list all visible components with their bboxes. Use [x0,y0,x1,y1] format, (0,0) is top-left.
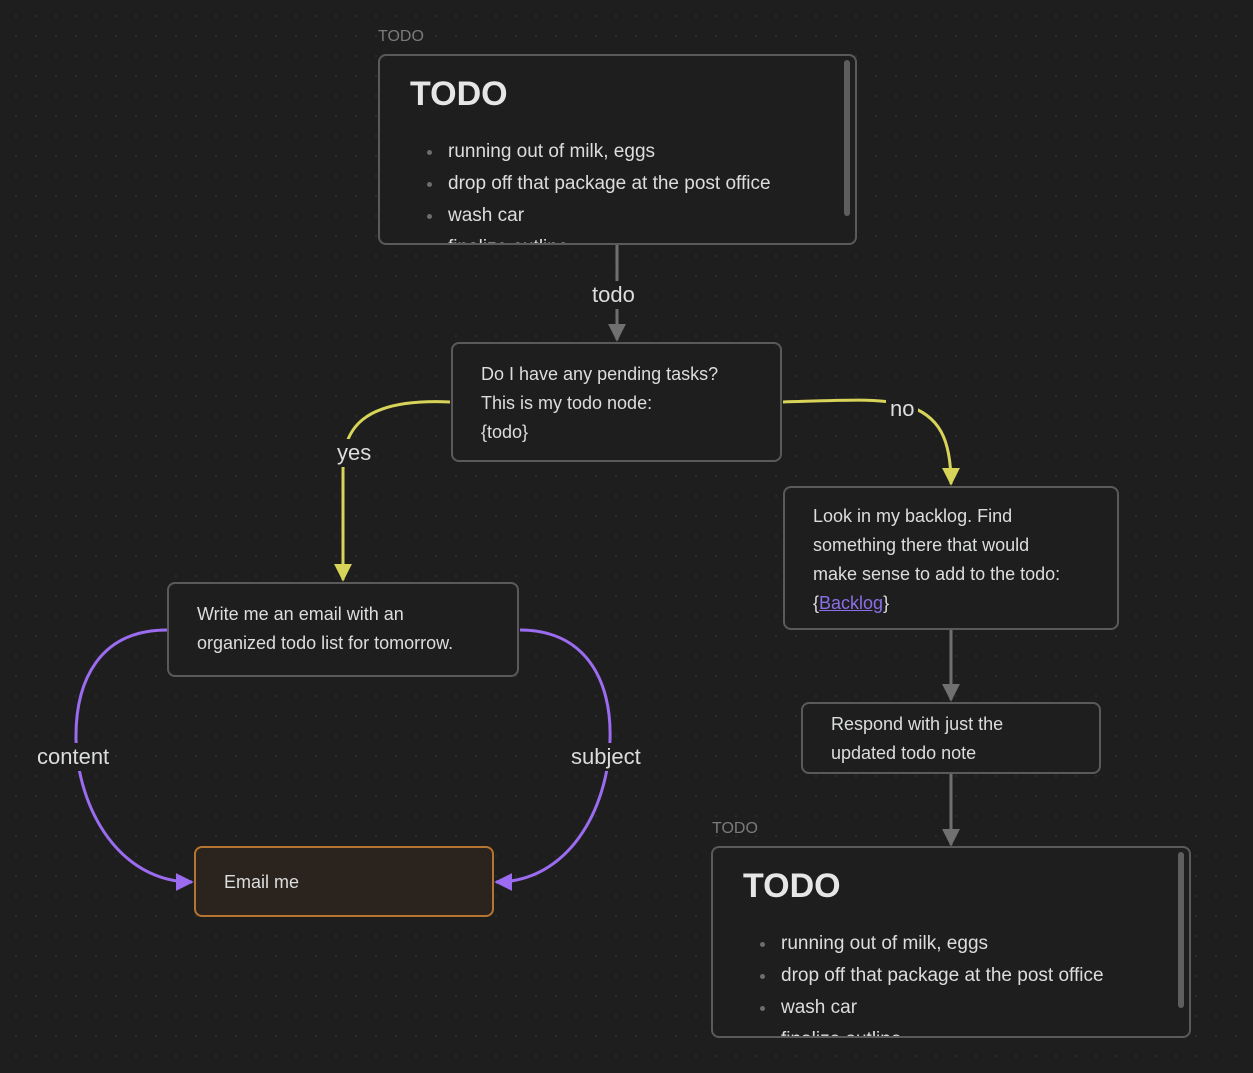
edge-label-content: content [33,743,114,771]
node-text-line: {Backlog} [813,589,1089,618]
text-node-respond[interactable]: Respond with just the updated todo note [801,702,1101,774]
node-text-line: Do I have any pending tasks? [481,364,719,384]
node-text-line: organized todo list for tomorrow. [197,633,454,653]
todo-item: wash car [751,992,1161,1024]
todo-item: finalize outline [418,232,827,243]
file-node-content: TODO running out of milk, eggs drop off … [380,56,855,243]
node-text-line: Email me [224,872,300,892]
file-node-content: TODO running out of milk, eggs drop off … [713,848,1189,1036]
file-node-label-todo-bottom: TODO [712,820,758,837]
edge-content[interactable] [74,628,194,891]
scrollbar[interactable] [1178,852,1184,1008]
todo-item: drop off that package at the post office [751,960,1161,992]
node-text-line: Look in my backlog. Find [813,506,1013,526]
text-node-question[interactable]: Do I have any pending tasks? This is my … [451,342,782,462]
file-node-label-todo-top: TODO [378,28,424,45]
scrollbar[interactable] [844,60,850,216]
todo-item: running out of milk, eggs [751,928,1161,960]
node-text-line: Write me an email with an [197,604,404,624]
node-text-line: {todo} [481,422,529,442]
node-text-line: make sense to add to the todo: [813,564,1061,584]
edge-yes[interactable] [334,400,451,582]
file-node-todo-bottom[interactable]: TODO running out of milk, eggs drop off … [711,846,1191,1038]
link-brace: { [813,593,820,613]
todo-heading: TODO [410,75,508,113]
edge-label-todo: todo [588,281,639,309]
link-brace: } [883,593,890,613]
edge-no[interactable] [782,398,960,486]
todo-list: running out of milk, eggs drop off that … [410,136,827,243]
edge-label-subject: subject [567,743,645,771]
todo-item: wash car [418,200,827,232]
edge-label-yes: yes [333,439,376,467]
node-text-line: updated todo note [831,743,977,763]
text-node-email-me[interactable]: Email me [194,846,494,917]
edge-label-no: no [886,395,919,423]
node-text-line: something there that would [813,535,1030,555]
todo-item: drop off that package at the post office [418,168,827,200]
todo-item: running out of milk, eggs [418,136,827,168]
edge-subject[interactable] [494,628,612,891]
text-node-backlog[interactable]: Look in my backlog. Find something there… [783,486,1119,630]
node-text-line: This is my todo node: [481,393,653,413]
todo-list: running out of milk, eggs drop off that … [743,928,1161,1036]
file-node-todo-top[interactable]: TODO running out of milk, eggs drop off … [378,54,857,245]
node-text-line: Respond with just the [831,714,1004,734]
text-node-email-prompt[interactable]: Write me an email with an organized todo… [167,582,519,677]
backlog-link[interactable]: Backlog [819,593,884,613]
todo-item: finalize outline [751,1024,1161,1036]
todo-heading: TODO [743,867,841,905]
